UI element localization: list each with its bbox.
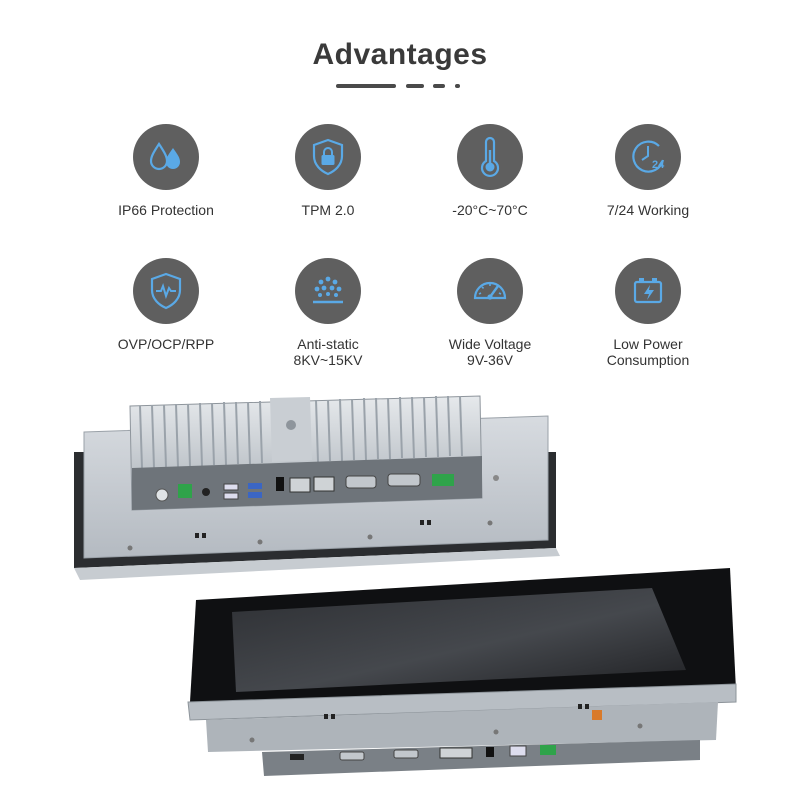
feature-icon-circle (457, 124, 523, 190)
feature-icon-circle (133, 258, 199, 324)
title-underline (336, 84, 396, 88)
feature-label: -20°C~70°C (452, 202, 528, 218)
feature-low-power: Low Power Consumption (568, 258, 728, 368)
feature-temperature: -20°C~70°C (410, 124, 570, 218)
front-view-device (187, 568, 737, 776)
feature-24-7: 24 7/24 Working (568, 124, 728, 218)
feature-label: Wide Voltage 9V-36V (448, 336, 532, 368)
feature-icon-circle (457, 258, 523, 324)
feature-wide-voltage: Wide Voltage 9V-36V (410, 258, 570, 368)
shield-wave-icon (150, 272, 182, 310)
page-title: Advantages (312, 38, 488, 71)
battery-icon (633, 278, 663, 304)
gauge-icon (473, 281, 507, 300)
title-underline-dot (455, 84, 460, 88)
feature-icon-circle (295, 124, 361, 190)
feature-label: IP66 Protection (118, 202, 214, 218)
feature-tpm: TPM 2.0 (248, 124, 408, 218)
feature-label: TPM 2.0 (301, 202, 355, 218)
rear-view-device (74, 395, 560, 580)
static-dots-icon (313, 276, 343, 304)
feature-label: Anti-static 8KV~15KV (293, 336, 363, 368)
feature-label: OVP/OCP/RPP (117, 336, 215, 352)
title-underline-dash (433, 84, 445, 88)
product-image (74, 395, 737, 776)
feature-icon-circle: 24 (615, 124, 681, 190)
title-underline-dash (406, 84, 424, 88)
front-io-ports (290, 710, 602, 761)
feature-icon-circle (615, 258, 681, 324)
feature-label: 7/24 Working (606, 202, 690, 218)
svg-text:24: 24 (652, 159, 665, 171)
rear-io-ports (155, 473, 499, 502)
water-drops-icon (149, 142, 180, 171)
feature-icon-circle (133, 124, 199, 190)
clock-24-icon: 24 (632, 140, 665, 173)
feature-protection: OVP/OCP/RPP (86, 258, 246, 352)
shield-lock-icon (312, 138, 344, 176)
feature-icon-circle (295, 258, 361, 324)
feature-ip66: IP66 Protection (86, 124, 246, 218)
feature-label: Low Power Consumption (606, 336, 690, 368)
thermometer-icon (480, 136, 500, 178)
feature-anti-static: Anti-static 8KV~15KV (248, 258, 408, 368)
